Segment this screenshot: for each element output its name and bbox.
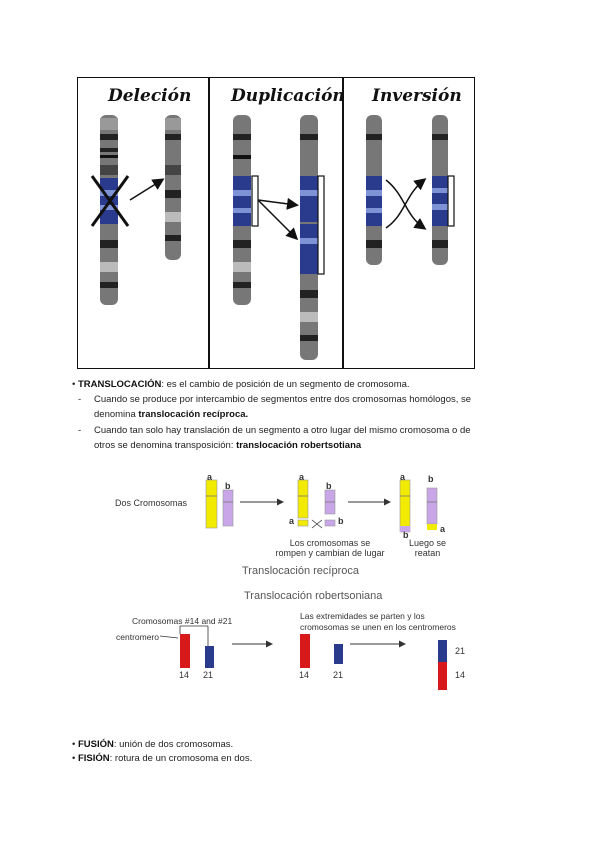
chromosome-deleted <box>165 115 181 260</box>
item-bold: translocación robertsotiana <box>236 440 362 451</box>
chromosome-duplicated <box>300 115 318 360</box>
robertsonian-title: Translocación robertsoniana <box>244 590 383 602</box>
robertsonian-drawing <box>159 625 447 690</box>
chromosome-original <box>366 115 382 265</box>
translocation-item-robertsonian: - Cuando tan solo hay translación de un … <box>78 425 471 451</box>
fusion-term: FUSIÓN <box>77 739 114 750</box>
reciprocal-caption: Translocación recíproca <box>242 565 359 577</box>
chromosome-14-label: 14 <box>179 670 190 680</box>
item-text: denomina <box>94 409 139 420</box>
label-b: b <box>403 530 409 540</box>
ends-text-line: cromosomas se unen en los centromeros <box>300 622 456 632</box>
chromosome-21-label: 21 <box>203 670 214 680</box>
fission-term: FISIÓN <box>77 753 110 764</box>
divider <box>342 78 344 368</box>
reciprocal-drawing <box>205 479 438 533</box>
label-b: b <box>326 481 332 491</box>
dos-cromosomas-label: Dos Cromosomas <box>115 498 188 508</box>
ends-text-line: Las extremidades se parten y los <box>300 611 425 621</box>
fusion-text: : unión de dos cromosomas. <box>113 739 234 750</box>
label-b: b <box>225 481 231 491</box>
divider <box>208 78 210 368</box>
item-bold: translocación recíproca. <box>138 409 249 420</box>
translocation-item-reciprocal: - Cuando se produce por intercambio de s… <box>78 394 472 420</box>
chromosome-inverted <box>432 115 448 265</box>
fission-text: : rotura de un cromosoma en dos. <box>109 753 253 764</box>
label-a: a <box>207 472 213 482</box>
centromere-label: centromero <box>116 632 159 642</box>
ends-text: Las extremidades se parten y los cromoso… <box>300 611 480 633</box>
translocation-bullet: • TRANSLOCACIÓN: es el cambio de posició… <box>72 379 410 390</box>
chromosomes-label: Cromosomas #14 and #21 <box>132 616 233 626</box>
chromosome-14-label: 14 <box>455 670 466 680</box>
break-text-line: rompen y cambian de lugar <box>275 548 385 558</box>
chromosome-14-label: 14 <box>299 670 310 680</box>
chromosome-21-label: 21 <box>333 670 344 680</box>
item-text: Cuando se produce por intercambio de seg… <box>94 394 472 405</box>
label-a: a <box>299 472 305 482</box>
chromosome-mutations-figure: Deleción Duplicación Inversión <box>77 77 475 369</box>
translocation-term: TRANSLOCACIÓN <box>77 379 162 390</box>
item-text: Cuando tan solo hay translación de un se… <box>94 425 471 436</box>
inversion-title: Inversión <box>372 86 462 106</box>
after-text-line: Luego se <box>408 538 447 548</box>
duplication-title: Duplicación <box>231 86 345 106</box>
translocation-definition: : es el cambio de posición de un segment… <box>161 379 410 390</box>
chromosome-original <box>100 115 118 305</box>
label-a: a <box>400 472 406 482</box>
deletion-title: Deleción <box>108 86 192 106</box>
fusion-bullet: • FUSIÓN: unión de dos cromosomas. <box>72 739 234 750</box>
label-b: b <box>428 474 434 484</box>
deletion-cross <box>90 175 130 227</box>
chromosome-drawings <box>90 115 455 360</box>
break-text-line: Los cromosomas se <box>289 538 371 548</box>
label-a: a <box>440 524 446 534</box>
fission-bullet: • FISIÓN: rotura de un cromosoma en dos. <box>72 753 253 764</box>
label-b: b <box>338 516 344 526</box>
after-text: Luego se reatan <box>400 538 455 558</box>
chromosome-21-label: 21 <box>455 646 466 656</box>
break-text: Los cromosomas se rompen y cambian de lu… <box>275 538 385 558</box>
label-a: a <box>289 516 295 526</box>
after-text-line: reatan <box>414 548 441 558</box>
chromosome-original <box>233 115 251 305</box>
item-text: otros se denomina transposición: <box>94 440 237 451</box>
